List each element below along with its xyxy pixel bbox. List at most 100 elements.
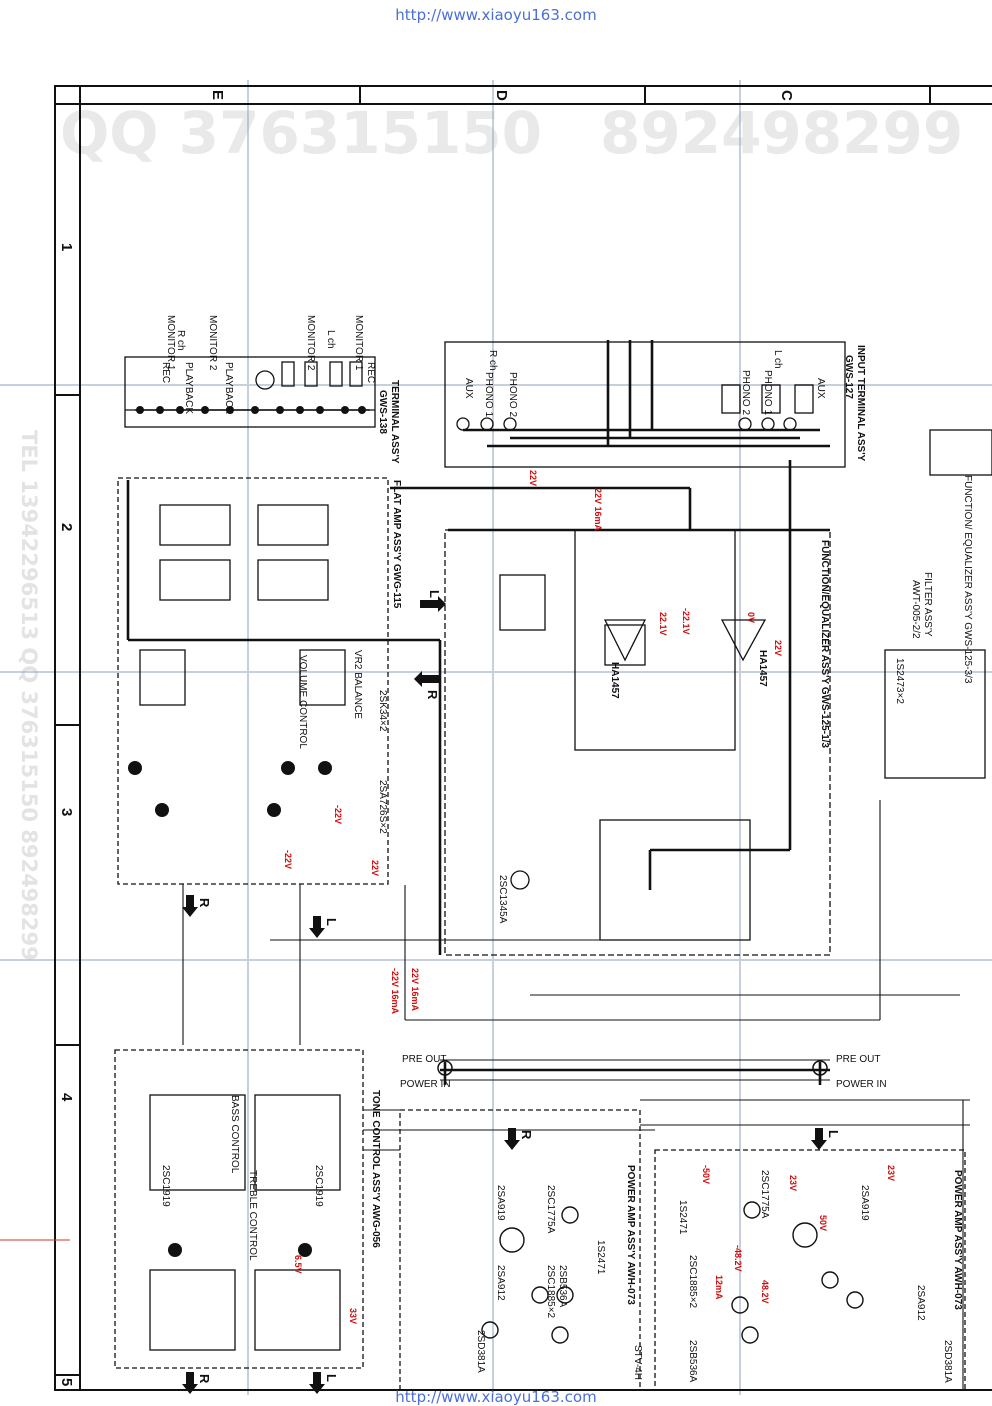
label-2sk34: 2SK34×2: [377, 690, 388, 732]
filter-outline: [884, 429, 992, 779]
volt-pa-3: 12mA: [714, 1275, 724, 1300]
arrow-label-r-1: R: [425, 690, 440, 700]
q-2sc1885-l: 2SC1885×2: [687, 1255, 698, 1309]
input-terminal-title: INPUT TERMINAL ASS'Y: [855, 345, 866, 462]
tone-control-outline: [114, 1049, 364, 1369]
volt-flat-3: 22V: [370, 860, 380, 876]
watermark-url-bottom[interactable]: http://www.xiaoyu163.com: [395, 1388, 597, 1406]
label-monitor2-l: MONITOR 2: [305, 315, 316, 371]
volt-fe-6: 22V: [773, 640, 783, 656]
label-pre-out-r: PRE OUT: [402, 1054, 446, 1065]
label-rch-terminal: R ch: [175, 330, 186, 351]
q-2sb536a-r: 2SB536A: [557, 1265, 568, 1308]
fold-lines: [0, 80, 992, 1395]
grid-col-d: D: [493, 90, 510, 101]
volt-pa-6: 23V: [886, 1165, 896, 1181]
label-rec-l: REC: [365, 362, 376, 383]
tone-transistors: [168, 1243, 312, 1257]
terminal-assy-code: GWS-138: [377, 390, 388, 434]
arrow-label-l-3: L: [826, 1130, 841, 1138]
grid-row-2: 2: [58, 523, 75, 531]
grid-row-1: 1: [58, 243, 75, 251]
flat-amp-title: FLAT AMP ASS'Y GWG-115: [391, 480, 402, 609]
ic-ha1457-2: HA1457: [757, 650, 768, 687]
filter-code: AWT-005-2/2: [910, 580, 921, 639]
function-eq-title: FUNCTION/EQUALIZER ASS'Y GWS-125-1/3: [819, 540, 830, 748]
filter-title: FILTER ASS'Y: [922, 572, 933, 637]
terminal-jacks: [136, 406, 366, 414]
volt-fe-1: 22V: [528, 470, 538, 486]
volt-fe-8: -22V 16mA: [390, 968, 400, 1015]
flat-amp-bus: [126, 480, 690, 642]
label-bass-control: BASS CONTROL: [229, 1095, 240, 1174]
label-phono1-l: PHONO 1: [762, 370, 773, 415]
volt-tone-1: 6.5V: [293, 1255, 303, 1274]
volt-pa-1: -50V: [701, 1165, 711, 1184]
label-lch-input: L ch: [772, 350, 783, 369]
q-2sa912-r: 2SA912: [495, 1265, 506, 1301]
label-power-in-l: POWER IN: [836, 1079, 887, 1090]
input-terminal-code: GWS-127: [843, 355, 854, 399]
volt-flat-1: -22V: [333, 805, 343, 824]
grid-row-3: 3: [58, 808, 75, 816]
q-2sd381a-r: 2SD381A: [475, 1330, 486, 1373]
signal-arrows: [182, 596, 827, 1394]
label-playback-r: PLAYBACK: [183, 362, 194, 414]
volt-fe-3: 22.1V: [658, 612, 668, 636]
label-stv: STV-4H: [632, 1345, 643, 1380]
volt-fe-7: 22V 16mA: [410, 968, 420, 1012]
power-amp-r-transistors: [481, 1206, 579, 1344]
grid-row-4: 4: [58, 1093, 75, 1102]
label-aux-r: AUX: [463, 378, 474, 399]
q-2sc1919-r: 2SC1919: [160, 1165, 171, 1207]
label-phono2-l: PHONO 2: [740, 370, 751, 415]
watermark-url-top[interactable]: http://www.xiaoyu163.com: [395, 6, 597, 24]
pre-out-jack-l: [812, 1060, 828, 1076]
tone-control-title: TONE CONTROL ASS'Y AWG-056: [370, 1090, 381, 1248]
q-2sb536a-l: 2SB536A: [687, 1340, 698, 1383]
watermark-tel: TEL 13942296513 QQ 376315150 892498299: [17, 430, 41, 961]
arrow-label-r-4: R: [197, 1374, 212, 1384]
arrow-label-r-2: R: [197, 898, 212, 908]
d-1s2471-r: 1S2471: [595, 1240, 606, 1275]
page-frame: [54, 85, 992, 1391]
power-amp-r-title: POWER AMP ASS'Y AWH-073: [625, 1165, 636, 1305]
arrow-label-r-3: R: [519, 1130, 534, 1140]
d-1s2473: 1S2473×2: [894, 658, 905, 704]
input-terminal-outline: [444, 341, 846, 468]
label-volume-control: VOLUME CONTROL: [297, 655, 308, 749]
q-2sc1345a: 2SC1345A: [497, 875, 508, 924]
power-amp-r-outline: [399, 1109, 641, 1391]
arrow-label-l-2: L: [324, 918, 339, 926]
label-power-in-r: POWER IN: [400, 1079, 451, 1090]
terminal-assy-title: TERMINAL ASS'Y: [389, 380, 400, 464]
label-phono1-r: PHONO 1: [483, 372, 494, 417]
label-pre-out-l: PRE OUT: [836, 1054, 880, 1065]
flat-amp-transistors: [128, 761, 332, 817]
label-playback-r2: PLAYBACK: [223, 362, 234, 414]
grid-col-e: E: [209, 90, 226, 100]
volt-pa-4: 48.2V: [760, 1280, 770, 1304]
label-monitor1-l: MONITOR 1: [353, 315, 364, 371]
label-rch-input: R ch: [487, 350, 498, 371]
function-eq-buses: [438, 460, 830, 955]
power-amp-l-outline: [654, 1149, 966, 1391]
watermark-qq-2: 892498299: [600, 99, 963, 167]
grid-row-5: 5: [58, 1378, 75, 1386]
q-2sc1919-l: 2SC1919: [313, 1165, 324, 1207]
label-monitor2-r: MONITOR 2: [207, 315, 218, 371]
input-buses: [463, 340, 830, 448]
label-rec-r: REC: [160, 362, 171, 383]
volt-pa-7: 50V: [818, 1215, 828, 1231]
flat-amp-outline: [117, 477, 389, 885]
q-2sa912-l: 2SA912: [915, 1285, 926, 1321]
interconnect-lines: [182, 800, 960, 1081]
label-phono2-r: PHONO 2: [507, 372, 518, 417]
watermark-qq-1: QQ 376315150: [60, 99, 542, 167]
pre-out-jack-r: [437, 1060, 453, 1076]
q-2sd381a-l: 2SD381A: [942, 1340, 953, 1383]
q-2sa919-l: 2SA919: [859, 1185, 870, 1221]
label-monitor1-r: MONITOR 1: [165, 315, 176, 371]
label-2sa726: 2SA726S×2: [377, 780, 388, 834]
